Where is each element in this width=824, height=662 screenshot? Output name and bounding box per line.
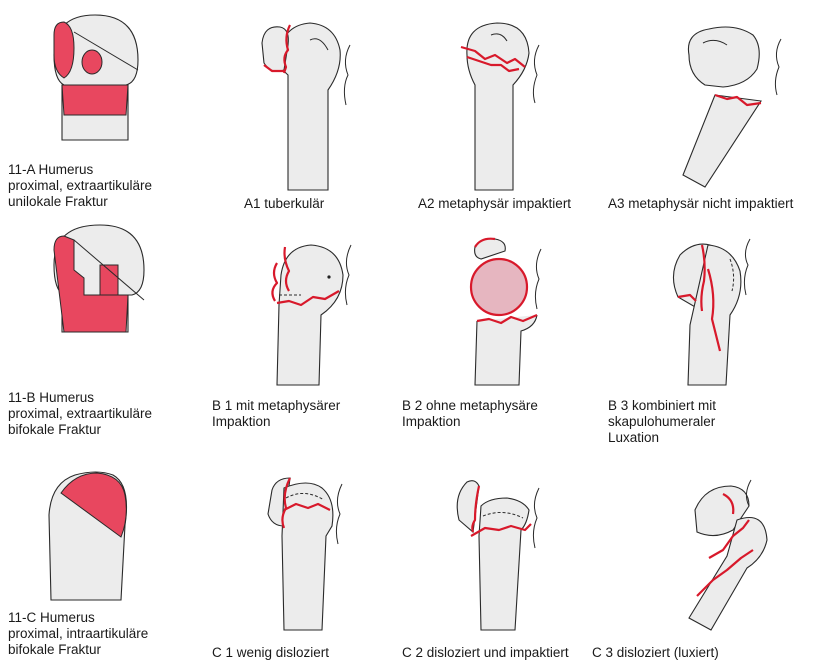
- item-label-b3: B 3 kombiniert mit skapulohumeraler Luxa…: [608, 398, 716, 446]
- fracture-b2-icon: [455, 235, 565, 385]
- group-label-11-A: 11-A Humerus proximal, extraartikuläre u…: [8, 162, 152, 210]
- item-label-c2: C 2 disloziert und impaktiert: [402, 645, 569, 661]
- item-label-a3: A3 metaphysär nicht impaktiert: [608, 196, 793, 212]
- item-label-a1: A1 tuberkulär: [244, 196, 324, 212]
- fracture-c1-icon: [250, 470, 360, 630]
- group-label-11-C: 11-C Humerus proximal, intraartikuläre b…: [8, 610, 148, 658]
- fracture-a3-icon: [675, 15, 805, 190]
- row-11-A: 11-A Humerus proximal, extraartikuläre u…: [0, 0, 824, 220]
- row-11-B: 11-B Humerus proximal, extraartikuläre b…: [0, 220, 824, 440]
- item-label-c1: C 1 wenig disloziert: [212, 645, 329, 661]
- fracture-a1-icon: [250, 15, 360, 190]
- item-label-a2: A2 metaphysär impaktiert: [418, 196, 571, 212]
- item-label-b2: B 2 ohne metaphysäre Impaktion: [402, 398, 538, 430]
- fracture-b1-icon: [255, 235, 365, 385]
- row-11-C: 11-C Humerus proximal, intraartikuläre b…: [0, 440, 824, 660]
- fracture-a2-icon: [445, 15, 555, 190]
- schematic-11-C-icon: [35, 465, 145, 600]
- item-label-c3: C 3 disloziert (luxiert): [592, 645, 719, 661]
- fracture-c2-icon: [445, 470, 555, 630]
- schematic-11-B-icon: [40, 220, 160, 350]
- schematic-11-A-icon: [40, 10, 150, 140]
- group-label-11-B: 11-B Humerus proximal, extraartikuläre b…: [8, 390, 152, 438]
- fracture-b3-icon: [660, 235, 770, 385]
- fracture-c3-icon: [675, 470, 795, 630]
- item-label-b1: B 1 mit metaphysärer Impaktion: [212, 398, 340, 430]
